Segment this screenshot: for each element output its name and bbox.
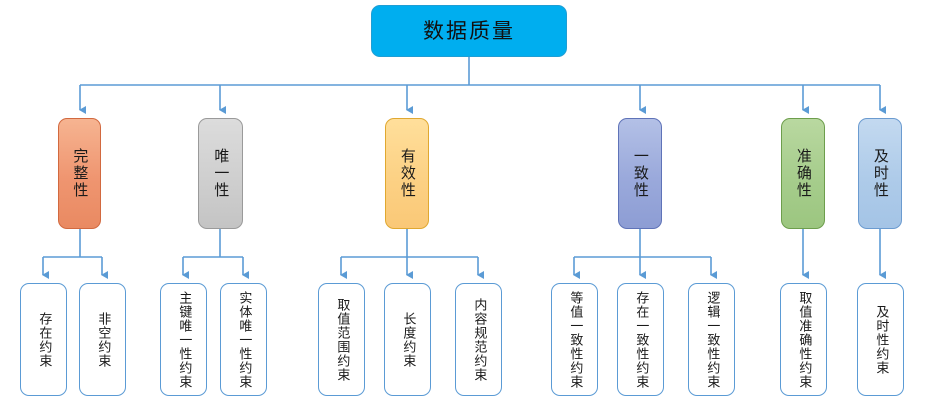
leaf-existence-consistency-label: 存在一致性约束 <box>633 290 649 389</box>
leaf-equal-value-consistency-label: 等值一致性约束 <box>567 290 583 389</box>
leaf-not-null-constraint-label: 非空约束 <box>95 311 111 368</box>
leaf-entity-unique-constraint[interactable]: 实体唯一性约束 <box>220 283 267 396</box>
leaf-logical-consistency[interactable]: 逻辑一致性约束 <box>688 283 735 396</box>
leaf-length-constraint-label: 长度约束 <box>400 311 416 368</box>
node-completeness[interactable]: 完整性 <box>58 118 101 229</box>
leaf-timeliness-constraint[interactable]: 及时性约束 <box>857 283 904 396</box>
node-validity[interactable]: 有效性 <box>385 118 429 229</box>
root-node-data-quality[interactable]: 数据质量 <box>371 5 567 57</box>
leaf-timeliness-constraint-label: 及时性约束 <box>873 304 889 375</box>
node-uniqueness-label: 唯一性 <box>212 148 231 199</box>
leaf-primary-key-unique-constraint-label: 主键唯一性约束 <box>176 290 192 389</box>
node-consistency[interactable]: 一致性 <box>618 118 662 229</box>
node-completeness-label: 完整性 <box>71 148 90 199</box>
node-validity-label: 有效性 <box>398 148 417 199</box>
leaf-length-constraint[interactable]: 长度约束 <box>384 283 431 396</box>
leaf-existence-constraint-label: 存在约束 <box>36 311 52 368</box>
leaf-value-range-constraint[interactable]: 取值范围约束 <box>318 283 365 396</box>
leaf-content-spec-constraint-label: 内容规范约束 <box>471 297 487 382</box>
node-uniqueness[interactable]: 唯一性 <box>198 118 243 229</box>
leaf-value-accuracy-constraint-label: 取值准确性约束 <box>796 290 812 389</box>
leaf-existence-consistency[interactable]: 存在一致性约束 <box>617 283 664 396</box>
node-accuracy[interactable]: 准确性 <box>781 118 825 229</box>
leaf-value-range-constraint-label: 取值范围约束 <box>334 297 350 382</box>
leaf-content-spec-constraint[interactable]: 内容规范约束 <box>455 283 502 396</box>
leaf-entity-unique-constraint-label: 实体唯一性约束 <box>236 290 252 389</box>
root-node-label: 数据质量 <box>423 18 515 43</box>
leaf-existence-constraint[interactable]: 存在约束 <box>20 283 67 396</box>
leaf-primary-key-unique-constraint[interactable]: 主键唯一性约束 <box>160 283 207 396</box>
leaf-logical-consistency-label: 逻辑一致性约束 <box>704 290 720 389</box>
node-accuracy-label: 准确性 <box>794 148 813 199</box>
node-consistency-label: 一致性 <box>631 148 650 199</box>
node-timeliness-label: 及时性 <box>871 148 890 199</box>
leaf-equal-value-consistency[interactable]: 等值一致性约束 <box>551 283 598 396</box>
leaf-not-null-constraint[interactable]: 非空约束 <box>79 283 126 396</box>
node-timeliness[interactable]: 及时性 <box>858 118 902 229</box>
leaf-value-accuracy-constraint[interactable]: 取值准确性约束 <box>780 283 827 396</box>
